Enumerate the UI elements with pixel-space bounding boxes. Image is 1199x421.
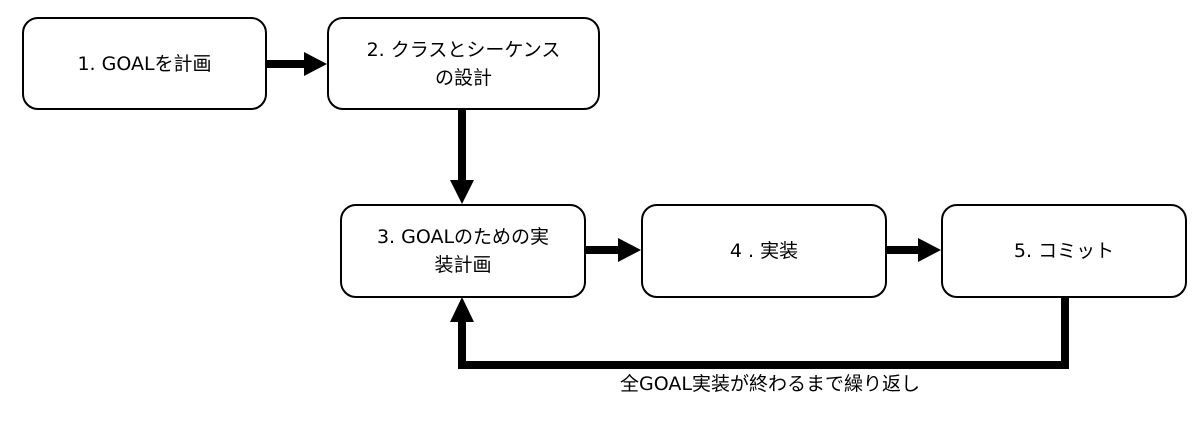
arrowhead-step3-bottom [450, 297, 474, 322]
arrowhead-step4 [618, 238, 641, 262]
step-4-implementation: 4 . 実装 [641, 204, 887, 298]
step-3-implementation-plan: 3. GOALのための実 装計画 [340, 204, 586, 298]
arrowhead-step3-top [450, 180, 474, 204]
step-1-plan-goal: 1. GOALを計画 [22, 17, 267, 110]
arrowhead-step2 [304, 52, 327, 76]
loop-arrow-step5-to-step3 [458, 297, 1069, 369]
arrowhead-step5 [918, 238, 941, 262]
loop-label: 全GOAL実装が終わるまで繰り返し [620, 373, 920, 395]
step-5-commit: 5. コミット [941, 204, 1187, 298]
step-2-class-sequence-design: 2. クラスとシーケンス の設計 [327, 17, 600, 110]
